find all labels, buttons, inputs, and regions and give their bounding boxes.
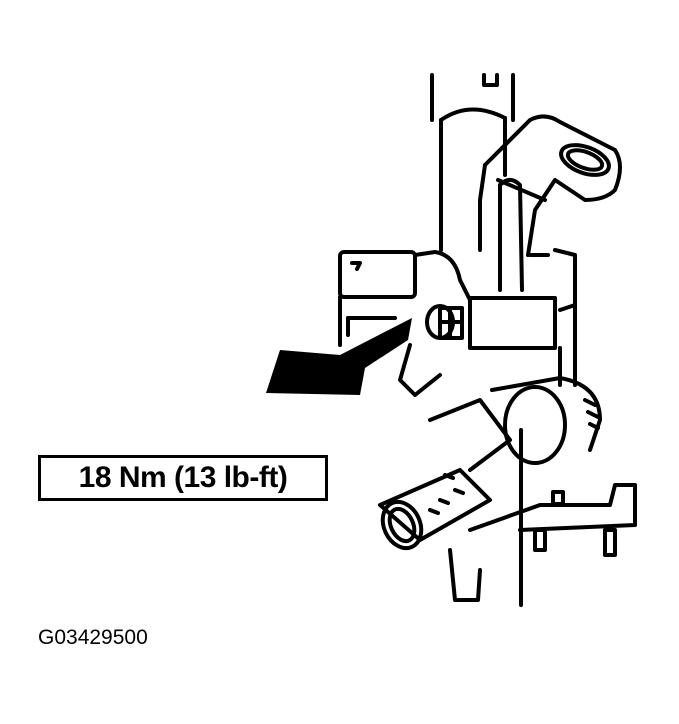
lower-bracket — [448, 483, 637, 602]
bolt-fastener — [425, 304, 464, 340]
pointer-arrow-icon — [266, 318, 412, 395]
left-housing — [338, 250, 472, 397]
torque-spec-label: 18 Nm (13 lb-ft) — [78, 461, 288, 494]
torque-spec-callout: 18 Nm (13 lb-ft) — [38, 455, 328, 501]
lock-cylinder — [378, 376, 602, 551]
figure-id-label: G03429500 — [38, 626, 148, 649]
upper-bracket — [478, 114, 622, 292]
